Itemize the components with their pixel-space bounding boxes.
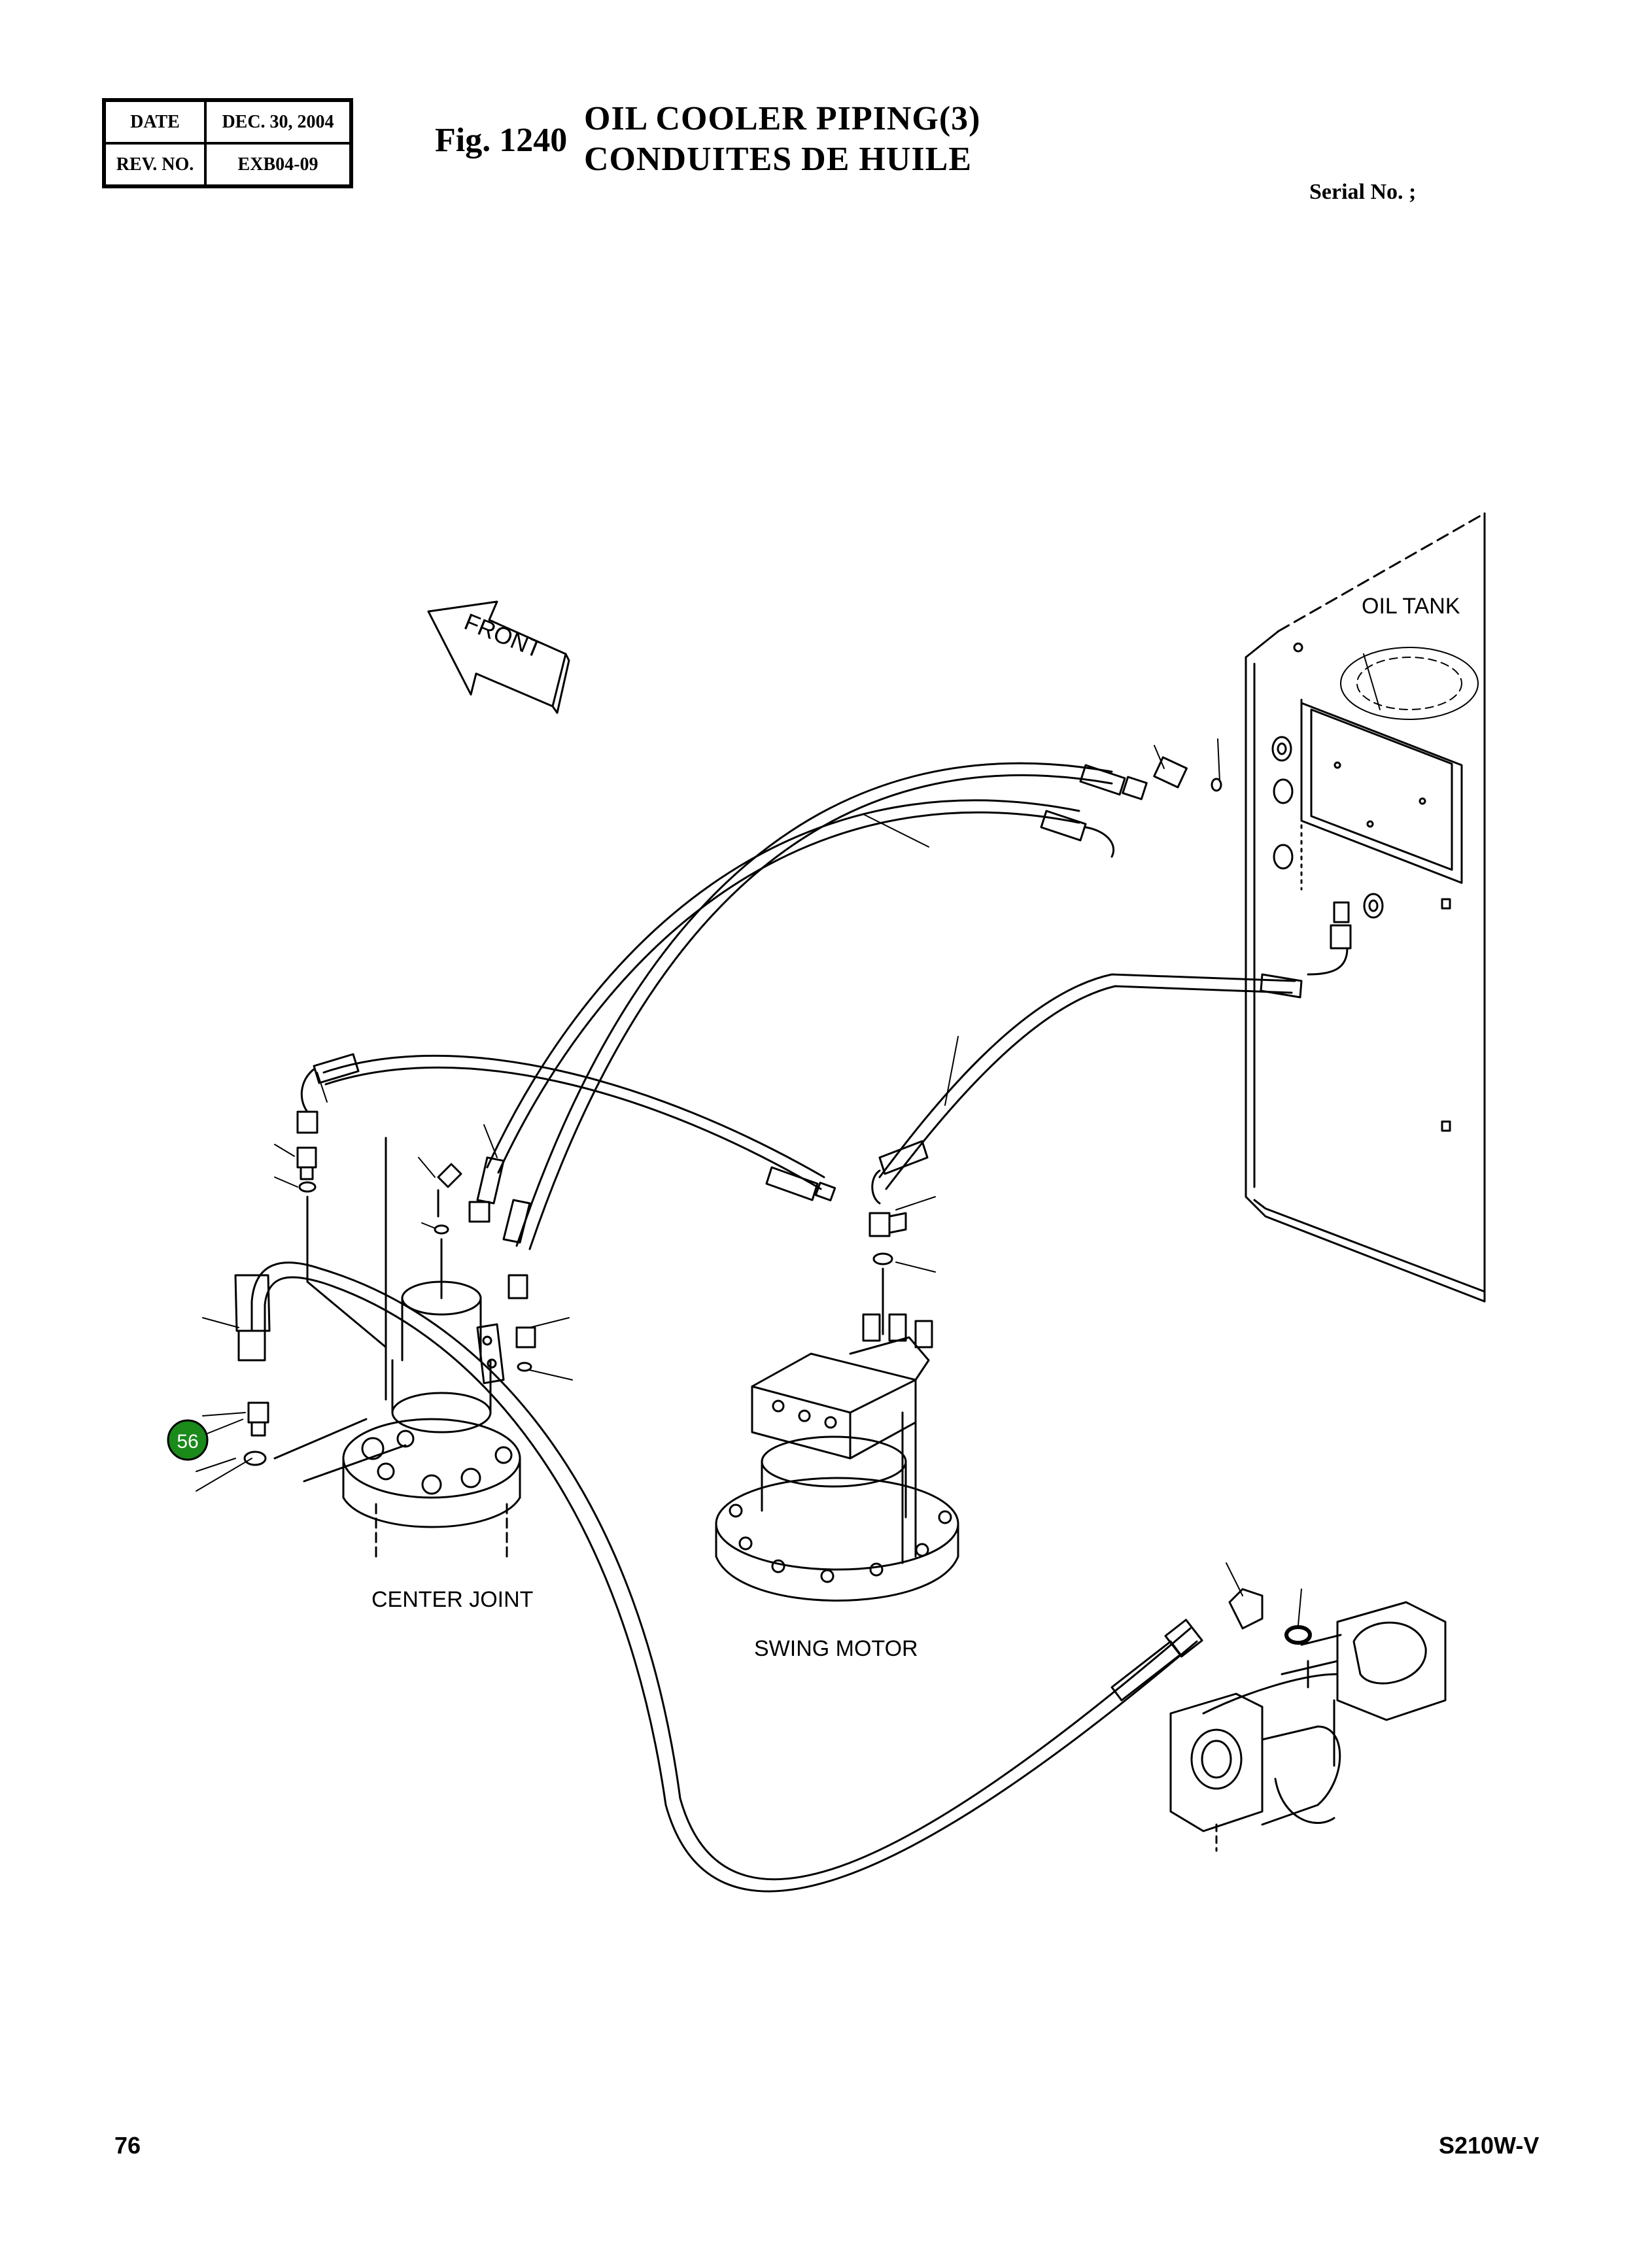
date-label: DATE: [105, 101, 205, 143]
label-front: FRONT: [460, 608, 545, 663]
rev-label: REV. NO.: [105, 143, 205, 186]
figure-title-en: OIL COOLER PIPING(3): [584, 100, 981, 137]
hose-tank-to-swing-lower: [878, 973, 1296, 1190]
hose-fittings: [234, 764, 1349, 1702]
oil-tank: [1245, 512, 1486, 1303]
callout-56-number[interactable]: 56: [177, 1431, 198, 1452]
label-oil-tank: OIL TANK: [1362, 594, 1460, 619]
figure-number: Fig. 1240: [435, 122, 568, 159]
rev-value: EXB04-09: [205, 143, 351, 186]
date-value: DEC. 30, 2004: [205, 101, 351, 143]
figure-title-fr: CONDUITES DE HUILE: [584, 141, 972, 178]
leader-lines: [196, 738, 1302, 1626]
model-number: S210W-V: [1439, 2132, 1540, 2159]
serial-number-label: Serial No. ;: [1309, 180, 1417, 204]
label-swing-motor: SWING MOTOR: [754, 1636, 918, 1661]
front-direction-arrow: [427, 600, 570, 714]
pump-housing: [1169, 1601, 1447, 1852]
callout-56-circle[interactable]: [167, 1419, 209, 1461]
revision-table: DATE DEC. 30, 2004 REV. NO. EXB04-09: [102, 98, 353, 188]
swing-motor: [715, 1267, 959, 1602]
hose-center-to-swing: [322, 1054, 825, 1190]
adapters-and-orings: [243, 756, 1352, 1645]
center-joint: [273, 1137, 521, 1558]
hose-oil-tank-upper-a: [515, 762, 1113, 1250]
hose-main-drain: [250, 1262, 1198, 1893]
label-center-joint: CENTER JOINT: [371, 1587, 533, 1612]
page-number: 76: [114, 2132, 141, 2159]
callout-56[interactable]: 56: [167, 1418, 244, 1461]
hose-oil-tank-upper-b: [486, 799, 1080, 1174]
callout-56-leader: [207, 1418, 244, 1434]
